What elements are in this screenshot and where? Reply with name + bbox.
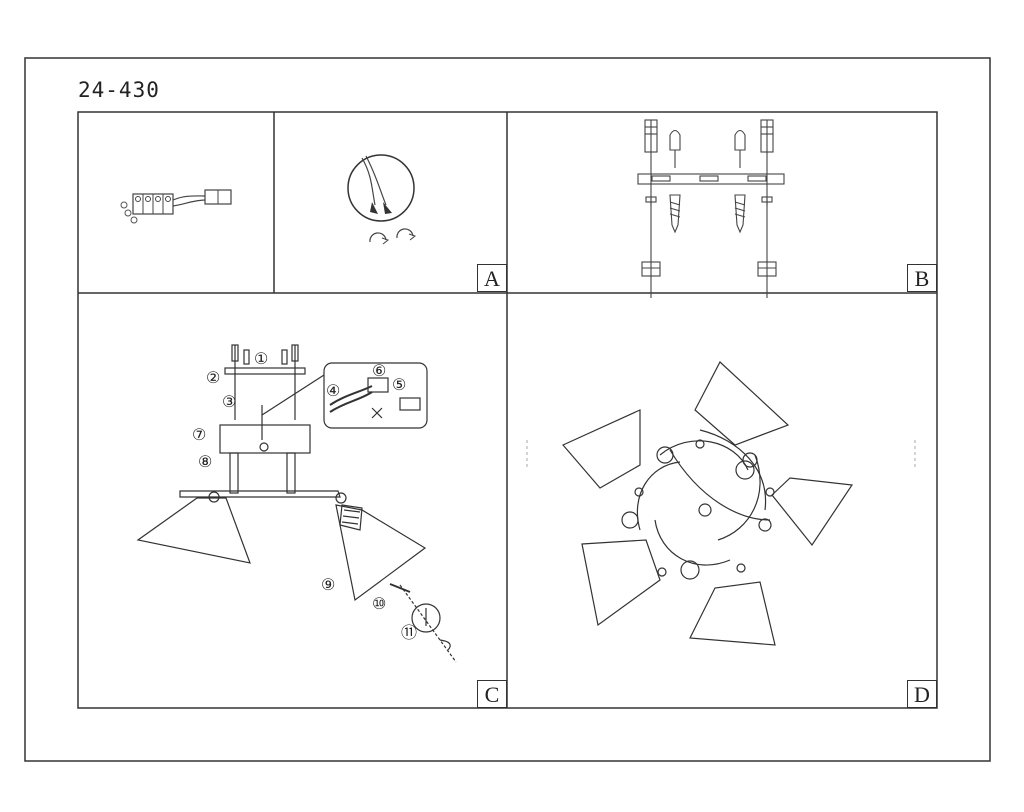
step-9: ⑨ [321,575,335,594]
step-7: ⑦ [192,425,206,444]
step-10: ⑩ [372,594,386,613]
step-5: ⑤ [392,375,406,394]
model-code: 24-430 [78,78,160,102]
wire-detail-diagram [347,154,417,245]
step-3: ③ [222,392,236,411]
step-11: ⑪ [401,623,417,642]
mounting-bracket-diagram [637,119,785,298]
step-4: ④ [326,381,340,400]
panel-label-b: B [907,264,937,292]
outer-frame [24,57,991,762]
step-1: ① [254,349,268,368]
step-8: ⑧ [198,452,212,471]
top-view-diagram [562,361,854,646]
step-2: ② [206,368,220,387]
terminal-block-diagram [120,189,232,224]
step-numbers: ① ② ③ ④ ⑤ ⑥ ⑦ ⑧ ⑨ ⑩ ⑪ [192,349,417,642]
panel-label-a: A [477,264,507,292]
panel-label-c: C [477,680,507,708]
lamp-assembly-diagram [136,344,457,663]
panel-label-d: D [907,680,937,708]
step-6: ⑥ [372,361,386,380]
